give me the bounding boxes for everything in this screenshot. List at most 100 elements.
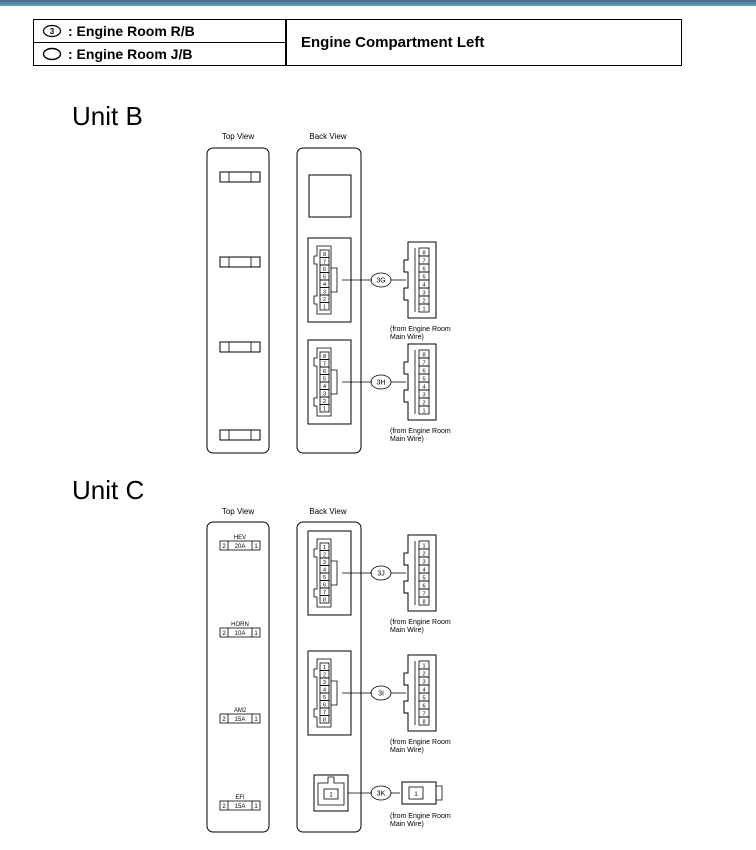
fuse-terminal-left: 2 [222, 631, 226, 637]
legend-table: 3 : Engine Room R/B : Engine Room J/B En… [33, 19, 682, 66]
fuse-rating: 15A [235, 717, 246, 723]
cavity-pin-number: 1 [329, 793, 333, 799]
rb-symbol-icon: 3 [42, 24, 62, 38]
cavity-pin-number: 3 [323, 392, 326, 398]
fuse-body [219, 540, 261, 551]
unit-c-title: Unit C [72, 475, 145, 505]
cavity-pin-number: 4 [323, 568, 326, 574]
cavity-pin-number: 2 [323, 297, 326, 303]
unit-b-title: Unit B [72, 101, 143, 131]
unit-c-top-view-label: Top View [222, 507, 255, 516]
legend-rb-label: : Engine Room R/B [68, 23, 195, 39]
cavity-pin-box [319, 715, 330, 724]
plug-pin-number: 7 [422, 712, 425, 718]
plug-pin-number: 2 [422, 672, 425, 678]
plug-pin-number: 1 [422, 664, 425, 670]
connector-source-line1: (from Engine Room [390, 813, 451, 820]
fuse-name: EFI [235, 795, 245, 801]
plug-pin-number: 2 [422, 401, 425, 407]
fuse-terminal-right: 1 [254, 717, 258, 723]
connector-code: 3G [376, 278, 385, 285]
cavity-pin-number: 3 [323, 680, 326, 686]
plug-pin-number: 4 [422, 385, 425, 391]
plug-pin-number: 3 [422, 291, 425, 297]
plug-pin-number: 4 [422, 568, 425, 574]
fuse-terminal-left: 2 [222, 544, 226, 550]
plug-pin-box [418, 303, 430, 313]
cavity-pin-box [323, 788, 339, 800]
plug-pin-number: 5 [422, 576, 425, 582]
connector-housing [317, 776, 345, 806]
plug-pin-number: 8 [422, 353, 425, 359]
plug-pin-number: 3 [422, 393, 425, 399]
plug-pin-number: 1 [422, 544, 425, 550]
cavity-pin-number: 7 [323, 710, 326, 716]
connector-source-line2: Main Wire) [390, 821, 424, 828]
connector-source-line2: Main Wire) [390, 627, 424, 634]
cavity-pin-number: 5 [323, 575, 326, 581]
connector-code: 3I [378, 691, 384, 698]
connector-code: 3H [377, 380, 386, 387]
cavity-pin-number: 3 [323, 290, 326, 296]
mating-plug [401, 781, 437, 805]
cavity-pin-number: 6 [323, 267, 326, 273]
cavity-pin-box [319, 595, 330, 604]
cavity-pin-number: 1 [323, 407, 326, 413]
plug-pin-number: 3 [422, 560, 425, 566]
connector-source-line1: (from Engine Room [390, 428, 451, 435]
plug-latch [436, 785, 443, 801]
connector-cavity [313, 774, 349, 812]
connector-code: 3J [377, 571, 384, 578]
plug-pin-box [418, 716, 430, 726]
fuse-terminal-right: 1 [254, 804, 258, 810]
connector-source-line2: Main Wire) [390, 436, 424, 443]
cavity-pin-number: 4 [323, 282, 326, 288]
plug-pin-number: 6 [422, 704, 425, 710]
fuse-name: HORN [231, 622, 249, 628]
connector-latch [331, 369, 338, 395]
cavity-pin-number: 8 [323, 354, 326, 360]
plug-pin-number: 1 [414, 792, 418, 798]
legend-divider [285, 20, 287, 65]
connector-source-line1: (from Engine Room [390, 739, 451, 746]
legend-location: Engine Compartment Left [301, 34, 485, 51]
legend-row-jb: : Engine Room J/B [34, 43, 285, 65]
cavity-pin-number: 2 [323, 399, 326, 405]
cavity-pin-number: 3 [323, 560, 326, 566]
fuse-name: AM2 [234, 708, 247, 714]
unit-c-back-view-panel [296, 521, 362, 833]
fuse-terminal-right: 1 [254, 631, 258, 637]
cavity-pin-number: 2 [323, 553, 326, 559]
fuse-name: HEV [234, 535, 246, 541]
fuse-body [219, 800, 261, 811]
cavity-pin-box [319, 404, 330, 413]
unit-b-fuse-slot [219, 256, 261, 268]
plug-pin-number: 5 [422, 275, 425, 281]
plug-pin-number: 5 [422, 696, 425, 702]
cavity-pin-number: 6 [323, 369, 326, 375]
fuse-body [219, 713, 261, 724]
connector-source-line1: (from Engine Room [390, 619, 451, 626]
plug-pin-number: 4 [422, 283, 425, 289]
connector-source-line2: Main Wire) [390, 334, 424, 341]
unit-b-fuse-slot [219, 171, 261, 183]
unit-b-top-view-panel [206, 147, 270, 454]
unit-b-top-view-label: Top View [222, 132, 255, 141]
cavity-pin-number: 8 [323, 598, 326, 604]
cavity-pin-number: 7 [323, 590, 326, 596]
cavity-pin-number: 4 [323, 688, 326, 694]
plug-pin-number: 8 [422, 251, 425, 257]
cavity-pin-number: 1 [323, 305, 326, 311]
plug-pin-number: 6 [422, 267, 425, 273]
unit-c-top-view-panel [206, 521, 270, 833]
connector-code: 3K [377, 791, 386, 798]
cavity-pin-number: 8 [323, 718, 326, 724]
